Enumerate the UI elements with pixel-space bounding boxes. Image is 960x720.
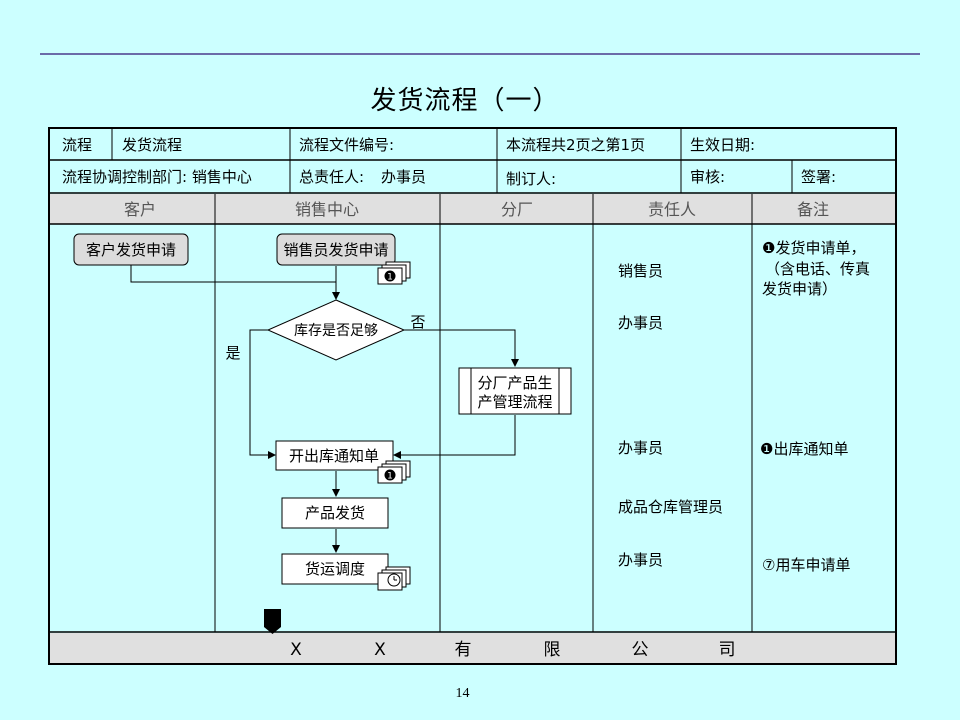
customer-request-box — [73, 233, 189, 266]
responsible-entry: 办事员 — [618, 314, 663, 332]
responsible-entry: 办事员 — [618, 551, 663, 569]
stock-decision-diamond — [266, 299, 406, 361]
stock-decision-label: 库存是否足够 — [294, 323, 378, 339]
footer-letter: X — [374, 640, 386, 660]
note-vehicle-request: ⑦用车申请单 — [762, 556, 850, 574]
info-review: 审核: — [690, 168, 725, 186]
info-author: 制订人: — [506, 170, 556, 188]
lane-header-responsible: 责任人 — [648, 200, 696, 219]
sales-request-label: 销售员发货申请 — [283, 241, 388, 259]
page-number: 14 — [455, 686, 470, 701]
lane-header-sales: 销售中心 — [295, 200, 359, 219]
info-label-process: 流程 — [62, 136, 92, 154]
footer-letter: 限 — [544, 640, 561, 660]
connector-no — [404, 329, 519, 367]
footer-letter: 司 — [719, 640, 736, 660]
issue-notice-box — [275, 440, 394, 471]
lane-header-branch: 分厂 — [501, 200, 533, 219]
info-owner-label: 总责任人: — [299, 168, 364, 186]
ship-product-label: 产品发货 — [305, 504, 365, 522]
branch-process-box — [458, 367, 572, 415]
svg-text:1: 1 — [387, 472, 393, 482]
note-request-form: 发货申请） — [762, 280, 837, 298]
note-request-form: ❶发货申请单， — [762, 239, 865, 257]
info-page-count: 本流程共2页之第1页 — [506, 136, 645, 154]
footer-band — [50, 633, 895, 663]
footer-letter: 有 — [455, 640, 472, 660]
page-title: 发货流程（一） — [370, 86, 560, 116]
footer-letter: 公 — [632, 640, 649, 660]
branch-process-label: 分厂产品生 — [477, 374, 552, 392]
top-rule — [40, 53, 920, 55]
page-connector-icon — [264, 609, 281, 634]
branch-process-label: 产管理流程 — [477, 393, 552, 411]
responsible-entry: 销售员 — [618, 262, 663, 280]
info-file-number: 流程文件编号: — [299, 136, 394, 154]
responsible-entry: 办事员 — [618, 439, 663, 457]
document-stack-icon: 1 — [377, 261, 411, 285]
connector-customer-to-merge — [130, 265, 336, 283]
connector-branch-return — [393, 415, 516, 459]
info-process-name: 发货流程 — [122, 136, 182, 154]
table-frame — [48, 127, 897, 665]
info-coord-dept: 流程协调控制部门: 销售中心 — [62, 168, 252, 186]
info-signature: 签署: — [801, 168, 836, 186]
lane-header-notes: 备注 — [797, 200, 829, 219]
info-owner-value: 办事员 — [381, 168, 426, 186]
lane-header-band — [50, 194, 895, 224]
customer-request-label: 客户发货申请 — [86, 241, 176, 259]
clock-icon — [377, 566, 411, 591]
issue-notice-label: 开出库通知单 — [289, 447, 379, 465]
note-issue-notice: ❶出库通知单 — [760, 440, 848, 458]
document-stack-icon: 1 — [377, 460, 411, 484]
note-request-form: （含电话、传真 — [765, 260, 870, 278]
sales-request-box — [276, 233, 396, 266]
lane-header-customer: 客户 — [124, 200, 156, 219]
transport-schedule-box — [281, 553, 389, 585]
no-label: 否 — [410, 313, 425, 331]
ship-product-box — [281, 497, 389, 529]
connector-yes — [249, 329, 276, 459]
info-effective-date: 生效日期: — [690, 136, 755, 154]
svg-text:1: 1 — [387, 273, 393, 283]
transport-schedule-label: 货运调度 — [305, 560, 365, 578]
responsible-entry: 成品仓库管理员 — [618, 498, 723, 516]
yes-label: 是 — [225, 344, 240, 362]
footer-letter: X — [290, 640, 302, 660]
